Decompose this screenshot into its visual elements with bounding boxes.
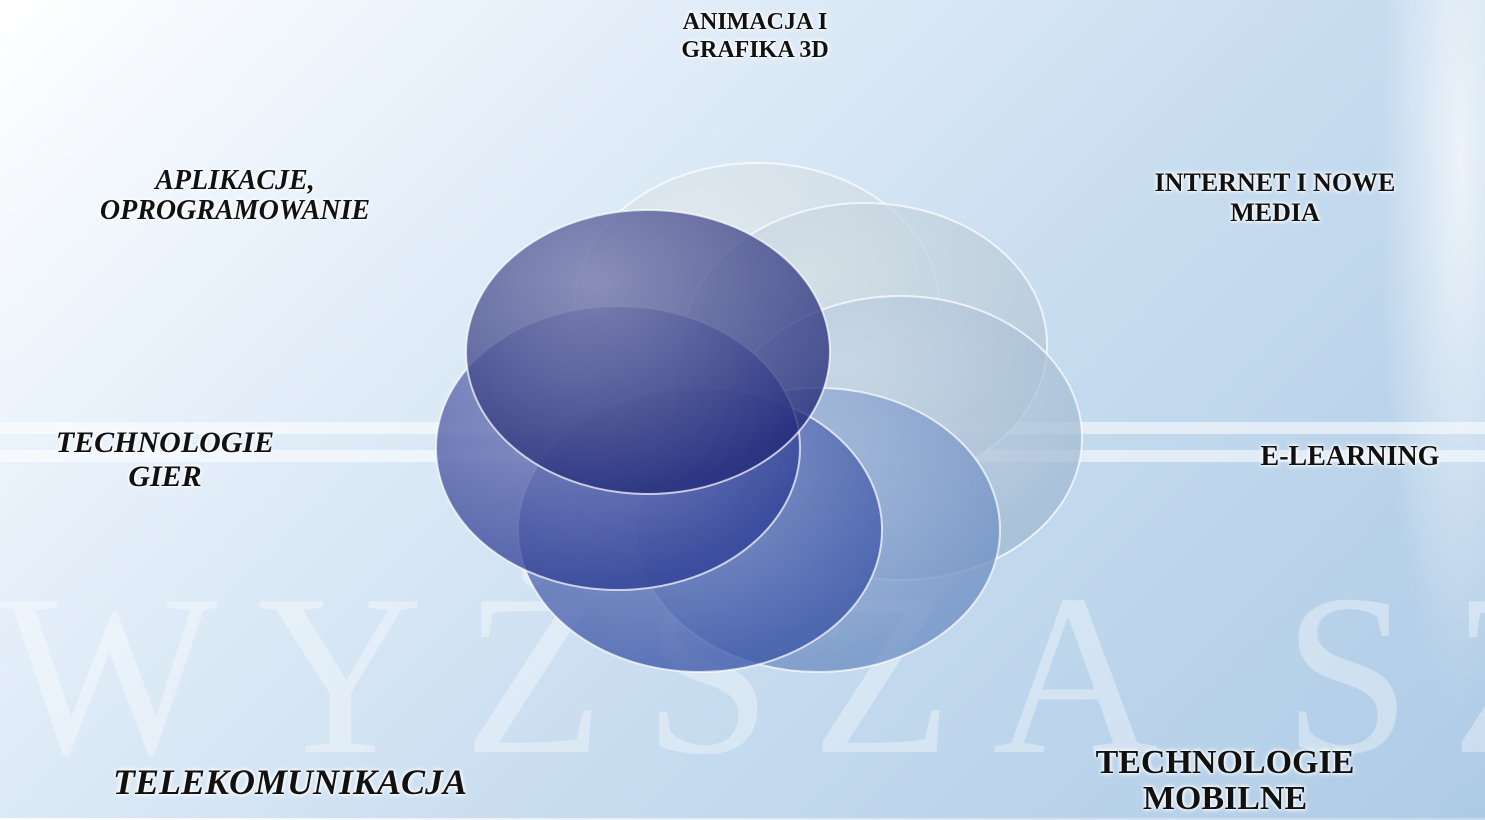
label-telekomunikacja: TELEKOMUNIKACJA <box>112 762 468 802</box>
label-technologie-mobilne: TECHNOLOGIE MOBILNE <box>1095 744 1355 817</box>
label-animacja: ANIMACJA I GRAFIKA 3D <box>681 9 829 63</box>
frost-decoration <box>1365 0 1485 818</box>
label-internet: INTERNET I NOWE MEDIA <box>1154 168 1396 227</box>
label-technologie-gier: TECHNOLOGIE GIER <box>55 426 275 493</box>
circle-top-left-highlight <box>466 210 830 494</box>
label-aplikacje: APLIKACJE, OPROGRAMOWANIE <box>99 165 371 226</box>
label-e-learning: E-LEARNING <box>1260 441 1440 472</box>
